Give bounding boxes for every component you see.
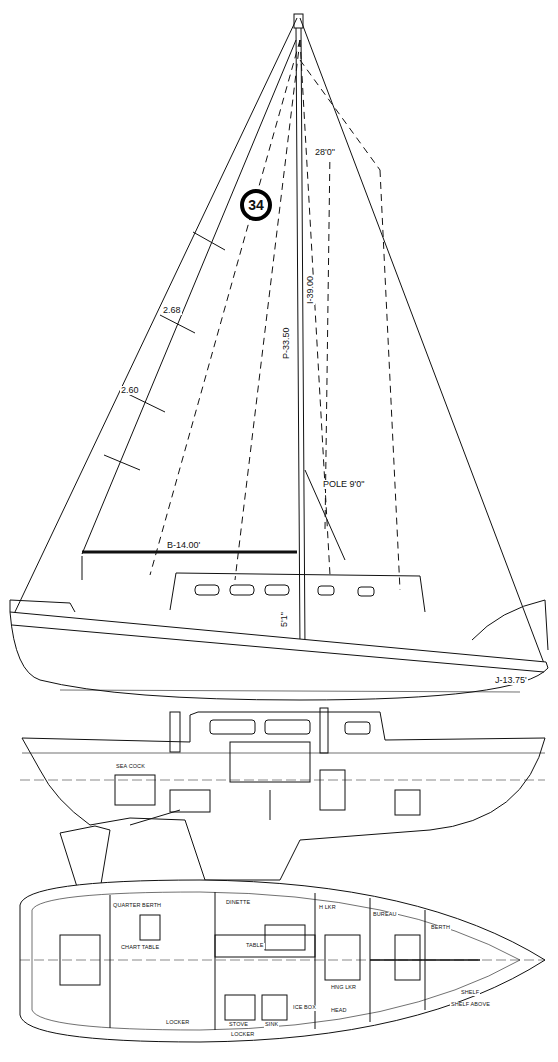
part-name: SINK: [264, 1022, 279, 1028]
dimension: B-14.00': [166, 541, 201, 550]
logo-number: 34: [248, 198, 264, 212]
part-name: BERTH: [430, 925, 451, 931]
part-name: ICE BOX: [292, 1005, 317, 1011]
dimension: P-33.50: [282, 326, 291, 360]
part-name: SEA COCK: [115, 764, 146, 770]
part-name: LOCKER: [230, 1032, 255, 1038]
part-name: DINETTE: [225, 900, 251, 906]
dimension: 5'1": [280, 611, 289, 628]
dimension: J-13.75': [494, 676, 528, 685]
part-name: HNG LKR: [330, 985, 357, 991]
part-name: SHELF: [460, 990, 480, 996]
logo-circle: 34: [240, 189, 272, 221]
dimension: I-39.00: [306, 275, 315, 305]
part-name: QUARTER BERTH: [112, 903, 162, 909]
part-name: TABLE: [245, 943, 265, 949]
dimension: POLE 9'0": [322, 480, 365, 489]
part-name: LOCKER: [165, 1020, 190, 1026]
batten-length: 2.60: [120, 386, 140, 395]
part-name: H LKR: [318, 905, 337, 911]
part-name: HEAD: [330, 1008, 348, 1014]
part-name: STOVE: [228, 1022, 249, 1028]
dimension: 28'0": [314, 148, 336, 157]
part-name: SHELF ABOVE: [450, 1002, 491, 1008]
part-name: CHART TABLE: [120, 945, 160, 951]
part-name: BUREAU: [372, 912, 398, 918]
batten-length: 2.68: [162, 306, 182, 315]
